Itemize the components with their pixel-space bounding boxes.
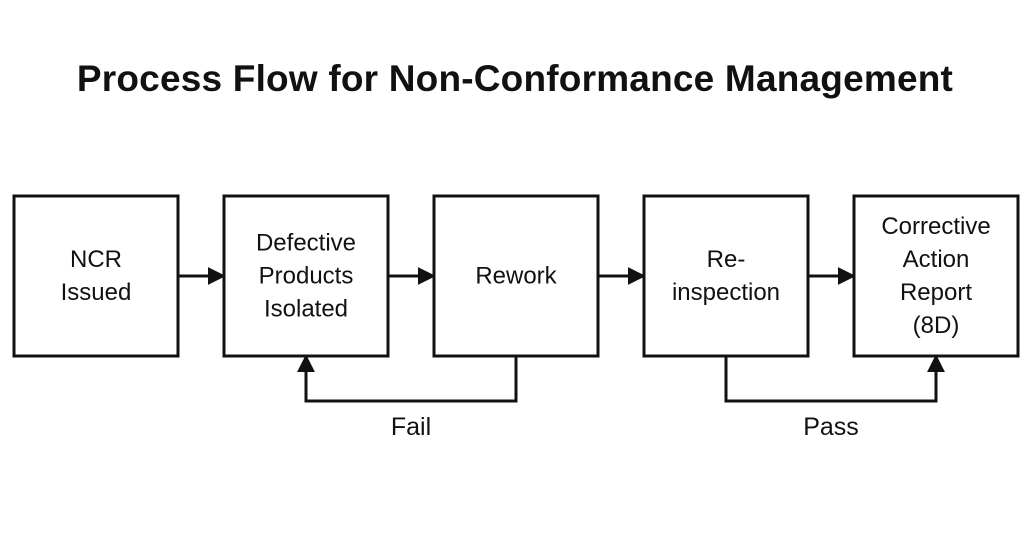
edge-label-fail: Fail	[391, 413, 431, 441]
node-label-car-3: (8D)	[913, 312, 960, 339]
arrow-fail-rework-to-isolated	[297, 354, 518, 403]
node-box-ncr	[12, 194, 180, 358]
node-label-isolated-1: Products	[259, 263, 354, 290]
node-label-isolated-0: Defective	[256, 230, 356, 257]
node-label-ncr-1: Issued	[61, 279, 132, 306]
node-label-car-1: Action	[903, 246, 970, 273]
node-label-reinspection-1: inspection	[672, 279, 780, 306]
arrow-pass-reinspection-to-car	[724, 354, 945, 403]
page-title: Process Flow for Non-Conformance Managem…	[76, 58, 954, 99]
node-box-car	[852, 194, 1020, 358]
node-label-reinspection-0: Re-	[707, 246, 746, 273]
node-label-rework-0: Rework	[475, 263, 557, 290]
node-box-isolated	[222, 194, 390, 358]
node-label-ncr-0: NCR	[70, 246, 122, 273]
node-label-car-0: Corrective	[881, 213, 990, 240]
node-label-isolated-2: Isolated	[264, 296, 348, 323]
node-box-reinspection	[642, 194, 810, 358]
node-label-car-2: Report	[900, 279, 972, 306]
node-reinspection: Re-inspection	[642, 194, 810, 358]
edge-label-pass: Pass	[803, 413, 859, 441]
node-ncr: NCR Issued	[12, 194, 180, 358]
node-rework: Rework	[432, 194, 600, 358]
node-box-rework	[432, 194, 600, 358]
